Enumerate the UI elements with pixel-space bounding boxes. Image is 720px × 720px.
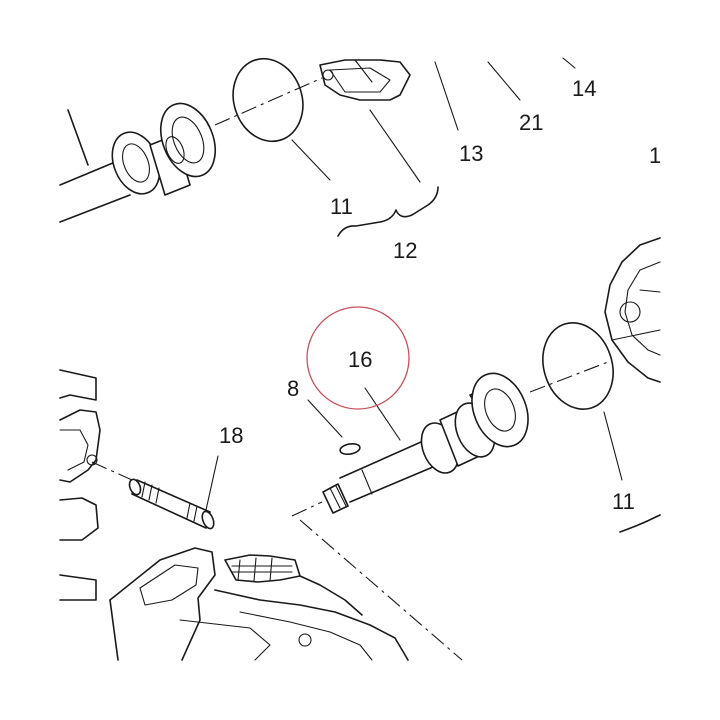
pump-shaft-16 xyxy=(322,372,529,514)
leader-21 xyxy=(487,61,521,101)
right-housing xyxy=(604,237,661,383)
leader-11-bottom xyxy=(603,411,623,481)
label-14: 14 xyxy=(572,76,596,101)
bottom-manifold xyxy=(109,547,409,661)
leader-16 xyxy=(364,387,401,441)
leader-13 xyxy=(434,61,459,131)
top-shaft-assembly xyxy=(59,102,217,223)
label-1: 1 xyxy=(649,143,661,168)
label-21: 21 xyxy=(519,110,543,135)
label-18: 18 xyxy=(219,423,243,448)
bracket-bottom-right xyxy=(619,514,661,533)
label-13: 13 xyxy=(459,141,483,166)
top-o-ring xyxy=(232,57,304,143)
key-part-8 xyxy=(339,442,361,456)
top-axis-line xyxy=(214,77,323,126)
bracket-12 xyxy=(337,186,439,237)
label-8: 8 xyxy=(287,376,299,401)
label-11-top: 11 xyxy=(330,194,353,219)
label-16: 16 xyxy=(348,347,372,372)
label-11-bottom: 11 xyxy=(612,489,635,514)
stud-part-18 xyxy=(128,478,215,530)
leader-12 xyxy=(369,109,421,183)
bottom-o-ring xyxy=(542,322,614,410)
leader-18 xyxy=(205,455,219,511)
stud-axis-line xyxy=(91,461,133,481)
leader-14 xyxy=(562,57,576,69)
highlight-circle-16 xyxy=(306,306,410,410)
top-housing-part xyxy=(319,59,411,101)
leader-11-top xyxy=(291,139,331,181)
label-12: 12 xyxy=(393,238,417,263)
left-engine-block xyxy=(59,369,101,601)
diagonal-axis-line xyxy=(299,519,463,661)
right-axis-line xyxy=(529,361,609,393)
left-axis-line xyxy=(291,501,323,517)
leader-8 xyxy=(307,399,343,438)
